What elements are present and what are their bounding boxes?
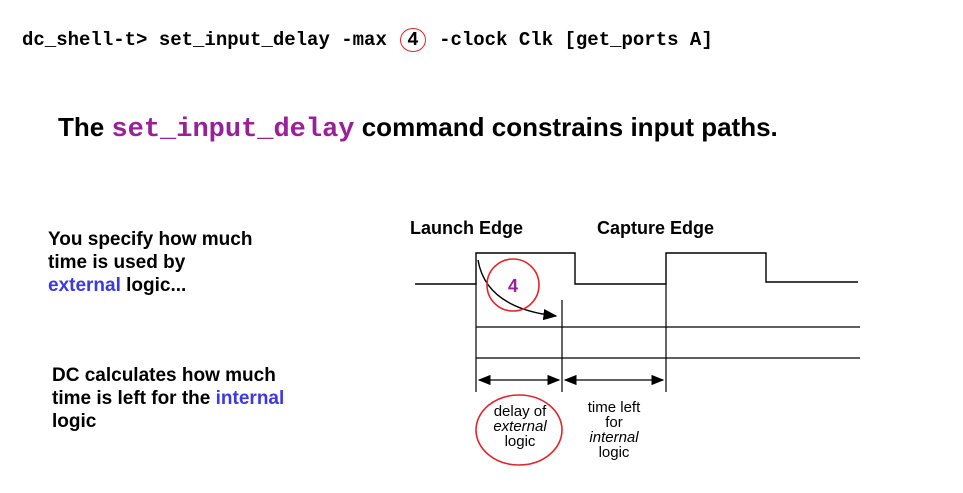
side1-rest: logic... [120,275,187,296]
command-suffix: -clock Clk [get_ports A] [439,29,713,51]
headline-after: command constrains input paths. [354,112,778,142]
command-line: dc_shell-t> set_input_delay -max 4 -cloc… [22,28,713,52]
delay-value-text: 4 [508,276,518,296]
command-prefix: dc_shell-t> set_input_delay -max [22,29,387,51]
side1-line-c: external logic... [48,274,368,297]
time-left-line1: time left [587,399,641,416]
headline-before: The [58,112,112,142]
clock-waveform [415,252,858,285]
delay-value-circle [486,258,540,312]
headline-command-word: set_input_delay [111,115,355,145]
side1-line-a: You specify how much [48,229,253,250]
side2-line-c: logic [52,411,97,432]
capture-edge-label: Capture Edge [597,218,715,238]
time-left-line2: for [605,414,623,431]
external-highlight: external [48,275,121,296]
delay-label-line1: delay of [493,403,547,420]
delay-of-external-label: delay of external logic [474,404,566,449]
side2-line-a: DC calculates how much [52,365,276,386]
time-left-internal-label: time left for internal logic [568,400,660,460]
time-left-line3: internal [589,429,639,446]
delay-label-line2: external [493,418,547,435]
delay-curve-arrow [477,259,558,321]
headline: The set_input_delay command constrains i… [58,112,778,145]
time-left-line4: logic [598,444,630,461]
launch-edge-label: Launch Edge [410,218,524,238]
delay-label-ellipse [475,394,563,466]
internal-highlight: internal [215,388,285,409]
delay-label-line3: logic [504,433,536,450]
side2-line-b: time is left for the internal [52,387,382,410]
side2-line-b-text: time is left for the [52,388,216,409]
side-text-internal: DC calculates how much time is left for … [52,364,382,433]
side1-line-b: time is used by [48,252,186,273]
max-value-circled: 4 [400,28,426,52]
side-text-external: You specify how much time is used by ext… [48,228,368,297]
